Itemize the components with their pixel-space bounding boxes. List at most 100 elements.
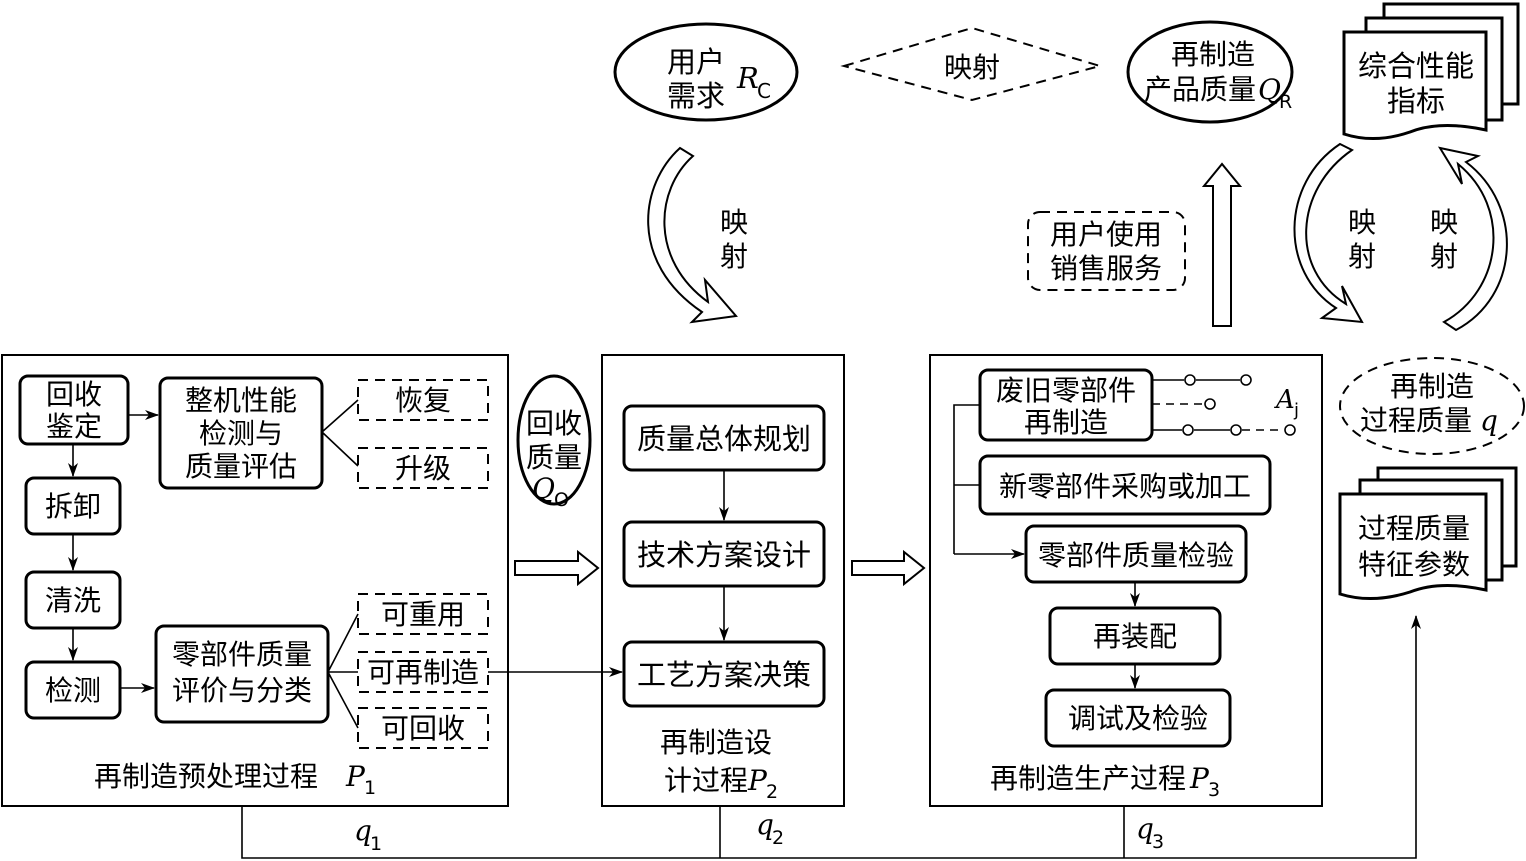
p3-caption-symbol: P — [1189, 762, 1210, 795]
mapping-left-line2: 射 — [720, 240, 748, 273]
alternatives-symbol: A — [1274, 385, 1295, 415]
recyclable-label: 可回收 — [381, 712, 465, 745]
user-need-subscript: C — [757, 79, 771, 103]
parts-eval-line1: 零部件质量 — [172, 638, 312, 671]
inspect-label: 检测 — [45, 674, 101, 707]
recovered-quality-line1: 回收 — [526, 407, 582, 440]
recovered-quality-symbol: Q — [532, 472, 555, 505]
restore-box: 恢复 — [357, 379, 489, 421]
recovered-quality-line2: 质量 — [526, 441, 582, 474]
process-decision-label: 工艺方案决策 — [637, 658, 811, 692]
old-parts-box: 废旧零部件 再制造 — [978, 368, 1154, 442]
debug-inspect-label: 调试及检验 — [1068, 702, 1208, 735]
mapping-curved-arrows-right: 映 射 映 射 — [1293, 142, 1508, 332]
recover-identify-line2: 鉴定 — [46, 410, 102, 443]
process-quality-symbol: q — [1480, 404, 1498, 437]
clean-box: 清洗 — [24, 570, 122, 630]
planning-label: 质量总体规划 — [637, 422, 811, 456]
planning-box: 质量总体规划 — [622, 404, 826, 472]
new-parts-box: 新零部件采购或加工 — [978, 454, 1272, 516]
up-hollow-arrow — [1201, 162, 1243, 327]
clean-label: 清洗 — [45, 584, 101, 617]
indicators-line1: 综合性能 — [1358, 49, 1474, 83]
p3-caption-subscript: 3 — [1208, 779, 1220, 801]
recovered-quality-node: 回收 质量 Q O — [516, 374, 592, 511]
old-parts-line2: 再制造 — [1024, 406, 1108, 439]
p2-frame — [601, 354, 845, 807]
new-parts-label: 新零部件采购或加工 — [999, 470, 1251, 503]
machine-test-line3: 质量评估 — [185, 450, 297, 483]
process-quality-line1: 再制造 — [1390, 370, 1474, 403]
mapping-left-line1: 映 — [720, 206, 748, 239]
q1-symbol: q — [354, 814, 372, 847]
p2-caption: 再制造设 计过程 P 2 — [660, 726, 778, 803]
user-need-symbol: R — [736, 61, 759, 95]
q1-subscript: 1 — [370, 833, 382, 855]
user-need-node: 用户 需求 R C — [613, 22, 799, 122]
tech-design-box: 技术方案设计 — [622, 520, 826, 588]
bottom-connector-line — [241, 615, 1421, 859]
machine-test-line2: 检测与 — [199, 417, 283, 450]
parts-eval-box: 零部件质量 评价与分类 — [154, 624, 330, 724]
user-need-line2: 需求 — [667, 79, 725, 113]
old-parts-line1: 废旧零部件 — [996, 374, 1136, 407]
mapping-diamond: 映射 — [840, 26, 1104, 102]
inspect-box: 检测 — [24, 660, 122, 720]
p1-caption-text: 再制造预处理过程 — [94, 760, 318, 793]
restore-label: 恢复 — [395, 384, 451, 417]
alternatives-subscript: j — [1293, 400, 1299, 421]
user-service-line1: 用户使用 — [1050, 218, 1162, 251]
disassemble-label: 拆卸 — [45, 490, 101, 523]
branch-lines-machine-test — [321, 399, 359, 467]
machine-test-box: 整机性能 检测与 质量评估 — [158, 376, 324, 490]
feature-params-line2: 特征参数 — [1358, 548, 1470, 581]
p1-caption-symbol: P — [345, 760, 366, 793]
mapping-top-label: 映射 — [944, 51, 1000, 84]
p2-caption-symbol: P — [747, 764, 768, 797]
parts-inspection-box: 零部件质量检验 — [1024, 524, 1248, 584]
p3-caption-text: 再制造生产过程 — [990, 762, 1186, 795]
parts-eval-line2: 评价与分类 — [172, 674, 312, 707]
p1-caption: 再制造预处理过程 P 1 — [94, 760, 376, 799]
user-service-line2: 销售服务 — [1050, 252, 1162, 285]
mapping-right2-line2: 射 — [1430, 240, 1458, 273]
user-service-box: 用户使用 销售服务 — [1027, 211, 1186, 291]
mapping-curved-arrow-left: 映 射 — [647, 146, 748, 324]
q1-label: q 1 — [354, 814, 382, 855]
q3-symbol: q — [1136, 812, 1154, 845]
product-quality-node: 再制造 产品质量 Q R — [1126, 20, 1294, 124]
tech-design-label: 技术方案设计 — [637, 538, 811, 572]
mapping-right2-line1: 映 — [1430, 206, 1458, 239]
p2-caption-line2: 计过程 — [664, 764, 748, 797]
recover-identify-box: 回收 鉴定 — [18, 374, 130, 446]
hollow-arrow-p2-to-p3 — [851, 549, 926, 587]
process-quality-node: 再制造 过程质量 q — [1339, 357, 1525, 455]
remanufacturable-label: 可再制造 — [367, 656, 479, 689]
p1-caption-subscript: 1 — [364, 777, 376, 799]
recovered-quality-subscript: O — [554, 489, 569, 511]
feature-params-document-stack: 过程质量 特征参数 — [1338, 466, 1518, 601]
process-quality-line2: 过程质量 — [1360, 404, 1472, 437]
upgrade-label: 升级 — [395, 452, 451, 485]
recover-identify-line1: 回收 — [46, 378, 102, 411]
mapping-right1-line2: 射 — [1348, 240, 1376, 273]
disassemble-box: 拆卸 — [24, 476, 122, 536]
product-quality-line2: 产品质量 — [1144, 73, 1256, 106]
q3-label: q 3 — [1136, 812, 1164, 853]
remanufacturable-box: 可再制造 — [357, 651, 489, 693]
alternatives-lines: A j — [1152, 374, 1299, 436]
q3-subscript: 3 — [1152, 831, 1164, 853]
product-quality-subscript: R — [1279, 91, 1292, 113]
branch-lines-parts-eval — [327, 613, 359, 729]
p2-caption-subscript: 2 — [766, 781, 778, 803]
bracket-line-left — [953, 404, 980, 554]
recyclable-box: 可回收 — [357, 707, 489, 749]
parts-inspection-label: 零部件质量检验 — [1038, 539, 1234, 572]
product-quality-symbol: Q — [1258, 73, 1281, 106]
reassembly-label: 再装配 — [1093, 620, 1177, 653]
indicators-document-stack: 综合性能 指标 — [1342, 2, 1520, 141]
debug-inspect-box: 调试及检验 — [1044, 688, 1232, 748]
mapping-right1-line1: 映 — [1348, 206, 1376, 239]
p3-caption: 再制造生产过程 P 3 — [990, 762, 1220, 801]
